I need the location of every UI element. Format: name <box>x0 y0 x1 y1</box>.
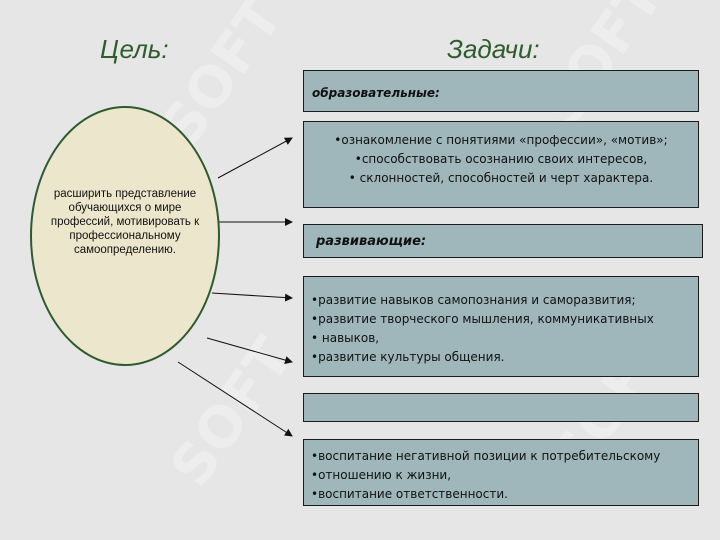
upbringing-items-box: •воспитание негативной позиции к потреби… <box>303 439 699 506</box>
list-item: •способствовать осознанию своих интересо… <box>354 152 648 166</box>
educational-label: образовательные: <box>312 86 440 100</box>
arrow-to-empty <box>206 337 293 364</box>
list-item: •отношению к жизни, <box>311 468 452 482</box>
list-item: • навыков, <box>311 331 380 345</box>
educational-items-box: •ознакомление с понятиями «профессии», «… <box>303 121 699 208</box>
upbringing-header-box <box>303 393 699 422</box>
arrow-to-educational <box>217 137 293 179</box>
goal-heading: Цель: <box>100 34 169 64</box>
arrow-to-developing-items <box>211 292 293 302</box>
developing-items-box: •развитие навыков самопознания и самораз… <box>303 276 699 377</box>
list-item: •ознакомление с понятиями «профессии», «… <box>334 133 668 147</box>
goal-text: расширить представление обучающихся о ми… <box>50 188 200 256</box>
list-item: •воспитание ответственности. <box>311 487 508 501</box>
list-item: •развитие культуры общения. <box>311 350 505 364</box>
list-item: •развитие навыков самопознания и самораз… <box>311 293 636 307</box>
developing-header-box: развивающие: <box>303 224 703 258</box>
list-item: • склонностей, способностей и черт харак… <box>348 171 654 185</box>
educational-header-box: образовательные: <box>303 70 699 112</box>
goal-ellipse: расширить представление обучающихся о ми… <box>30 106 220 366</box>
tasks-heading: Задачи: <box>447 34 540 64</box>
list-item: •развитие творческого мышления, коммуник… <box>311 312 654 326</box>
developing-label: развивающие: <box>316 234 427 249</box>
list-item: •воспитание негативной позиции к потреби… <box>311 449 661 463</box>
arrow-to-upbringing <box>177 361 293 437</box>
